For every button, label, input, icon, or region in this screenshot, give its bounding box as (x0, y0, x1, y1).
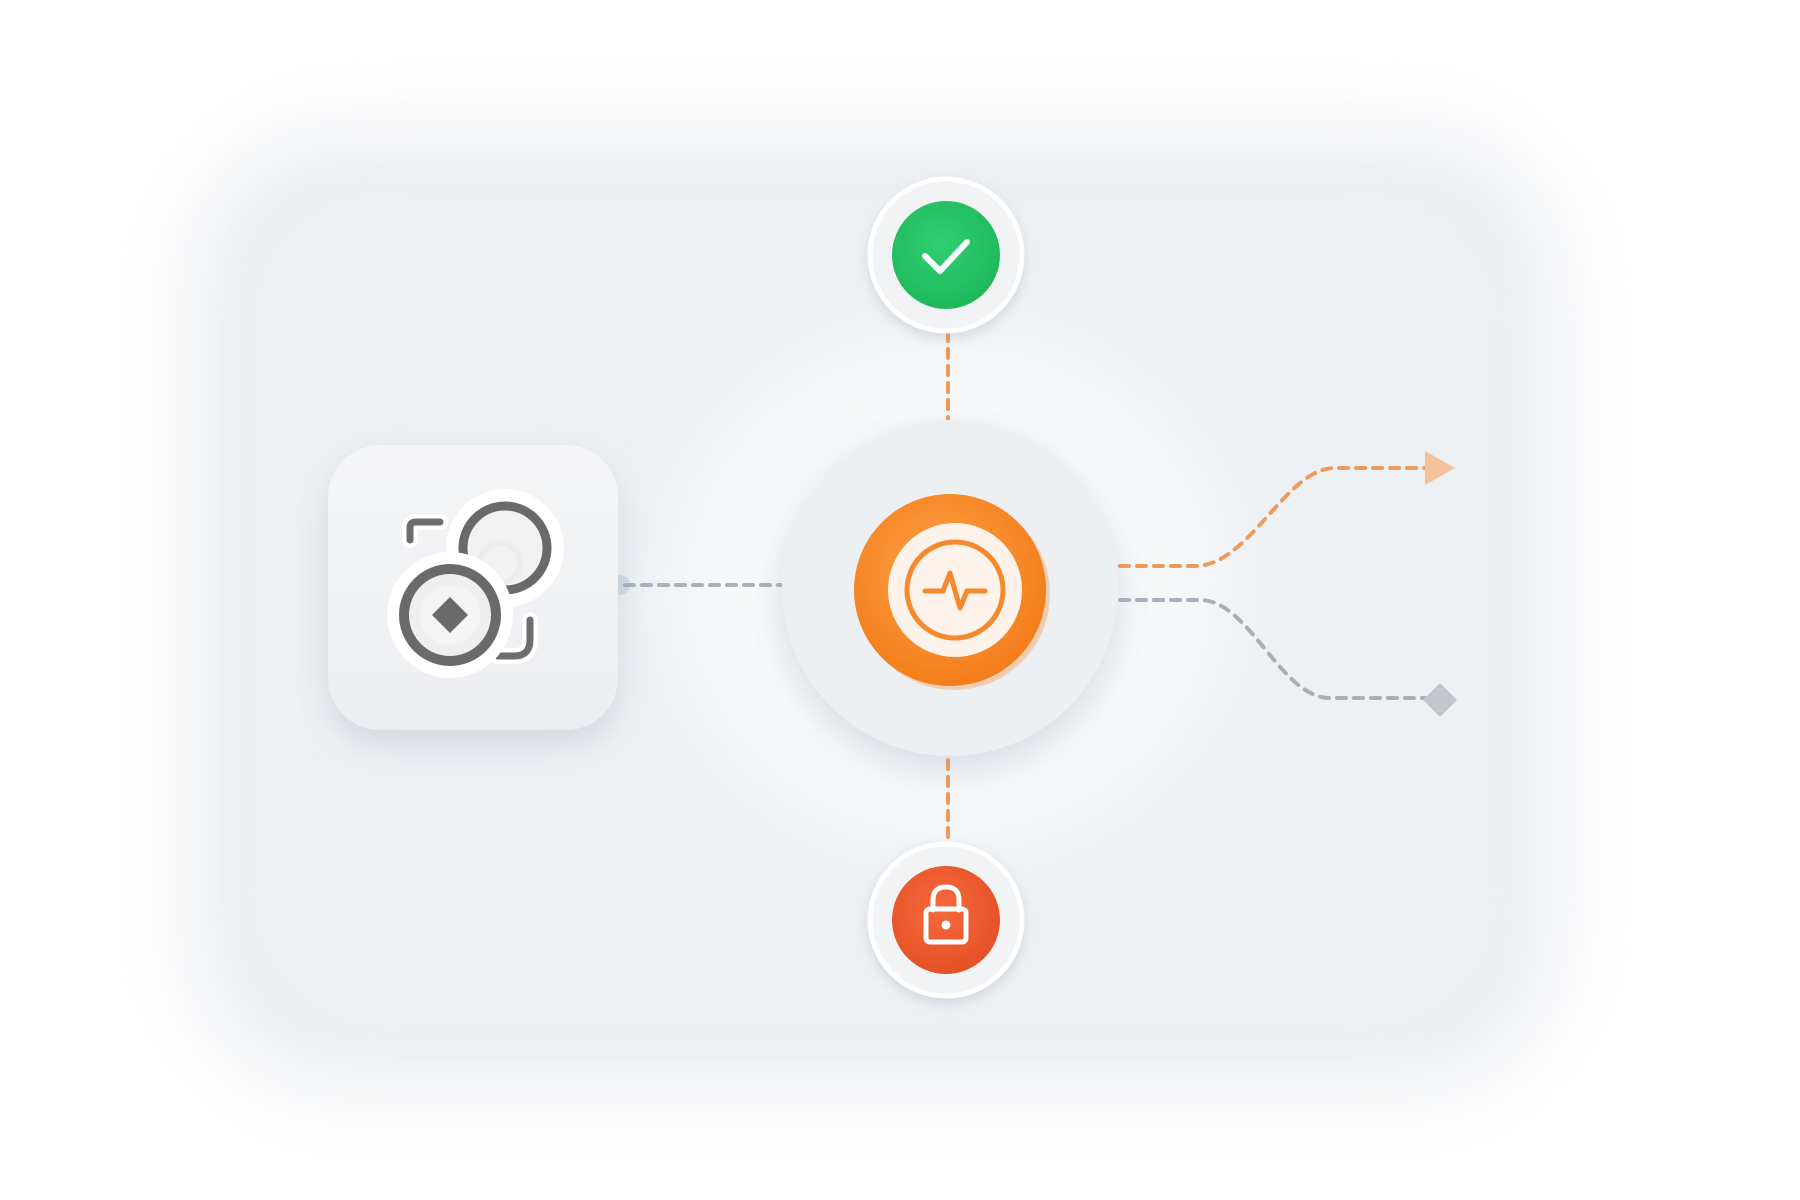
connector-hub-to-output-lower (1118, 598, 1457, 717)
coins-icon (387, 489, 564, 678)
locked-node[interactable] (867, 841, 1025, 999)
approved-node[interactable] (867, 176, 1025, 334)
checkmark-icon (922, 239, 970, 274)
activity-pulse-icon (904, 539, 1006, 641)
connector-hub-to-output-upper (1118, 451, 1455, 568)
lock-icon (923, 884, 969, 945)
arrowhead-icon (1425, 451, 1455, 485)
diamond-end-icon (1423, 683, 1457, 717)
hub-node[interactable] (782, 420, 1118, 756)
coins-node[interactable] (328, 445, 618, 730)
